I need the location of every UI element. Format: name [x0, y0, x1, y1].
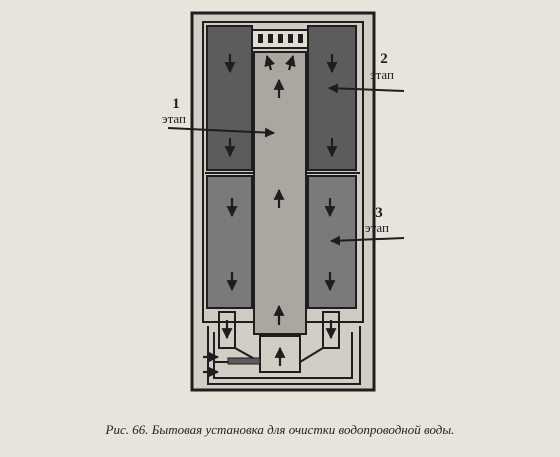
- arrow-left-icon: [328, 83, 405, 94]
- stage-3-number: 3: [375, 205, 383, 221]
- lower-left-filter: [206, 175, 253, 309]
- arrow-up-icon: [264, 54, 276, 71]
- top-cap-slots: [258, 34, 303, 43]
- stage-2-number: 2: [380, 51, 388, 67]
- arrow-up-icon: [284, 54, 296, 71]
- figure-caption: Рис. 66. Бытовая установка для очистки в…: [105, 422, 455, 437]
- flow-arrows: [203, 54, 338, 378]
- stage-3-label: этап: [365, 220, 389, 235]
- stage-pointers: [167, 83, 405, 246]
- stage-1-number: 1: [172, 96, 180, 112]
- arrow-right-icon: [167, 127, 275, 138]
- outlet-pipe: [227, 357, 261, 365]
- stage-1-label: этап: [162, 111, 186, 126]
- lower-right-filter: [307, 175, 357, 309]
- stage-2-label: этап: [370, 67, 394, 82]
- arrow-left-icon: [330, 235, 405, 246]
